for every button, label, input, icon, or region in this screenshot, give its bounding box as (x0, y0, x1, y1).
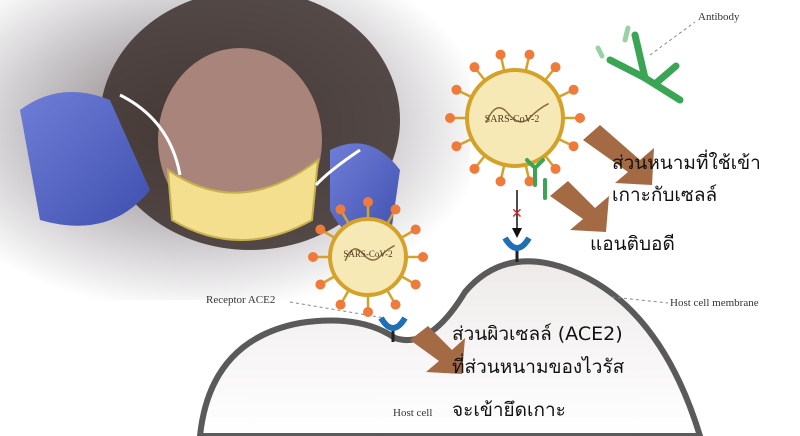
spike-stem (543, 68, 555, 82)
spike-tip (363, 197, 373, 207)
spike-stem (400, 274, 414, 285)
spike-stem (322, 229, 336, 240)
ace2-description-line2: ที่ส่วนหนามของไวรัส (452, 356, 625, 378)
receptor-ace2-left (378, 316, 408, 342)
block-x-icon: ✕ (511, 206, 523, 222)
spike-tip (418, 252, 428, 262)
spike-stem (475, 68, 487, 82)
spike-tip (524, 176, 535, 187)
spike-tip (469, 62, 480, 73)
spike-stem (458, 89, 473, 99)
host-cell-membrane-label: Host cell membrane (670, 297, 759, 309)
spike-tip (451, 141, 462, 152)
spike-tip (308, 252, 318, 262)
spike-stem (524, 57, 531, 72)
spike-stem (499, 164, 506, 179)
spike-tip (315, 224, 326, 235)
antibody-icon (595, 25, 684, 104)
receptor-ace2-right (502, 236, 532, 262)
ace2-description-line3: จะเข้ายึดเกาะ (452, 399, 566, 421)
spike-tip (568, 141, 579, 152)
spike-stem (543, 154, 555, 168)
spike-tip (315, 279, 326, 290)
spike-tip (495, 49, 506, 60)
spike-stem (458, 137, 473, 147)
spike-tip (410, 224, 421, 235)
spike-tip (445, 113, 455, 123)
spike-tip (469, 163, 480, 174)
spike-description-line1: ส่วนหนามที่ใช้เข้า (612, 152, 761, 174)
virus-envelope (328, 217, 408, 297)
spike-stem (322, 274, 336, 285)
receptor-ace2-label: Receptor ACE2 (206, 294, 275, 306)
spike-stem (385, 289, 396, 303)
spike-stem (340, 211, 351, 225)
spike-tip (550, 62, 561, 73)
spike-tip (451, 84, 462, 95)
spike-tip (363, 307, 373, 317)
spike-tip (390, 299, 401, 310)
spike-tip (524, 49, 535, 60)
spike-stem (557, 89, 572, 99)
spike-stem (475, 154, 487, 168)
viral-rna (485, 102, 549, 124)
viral-rna (344, 244, 395, 262)
antibody-thai-label: แอนติบอดี (590, 233, 675, 255)
spike-stem (557, 137, 572, 147)
spike-stem (499, 57, 506, 72)
antibody-small-icon (525, 158, 547, 200)
virus-bottom-label: SARS-CoV-2 (343, 249, 392, 259)
spike-description-line2: เกาะกับเซลล์ (612, 184, 718, 206)
virus-sars-cov-2-top (445, 49, 585, 187)
spike-tip (410, 279, 421, 290)
pointer-arrow-antibody (550, 181, 609, 232)
host-cell-label: Host cell (393, 407, 432, 419)
spike-tip (335, 299, 346, 310)
spike-tip (550, 163, 561, 174)
antibody-label: Antibody (698, 11, 740, 23)
virus-sars-cov-2-bottom (308, 197, 428, 317)
spike-stem (385, 211, 396, 225)
virus-top-label: SARS-CoV-2 (485, 114, 540, 125)
spike-stem (400, 229, 414, 240)
spike-stem (340, 289, 351, 303)
spike-tip (575, 113, 585, 123)
ace2-description-line1: ส่วนผิวเซลล์ (ACE2) (452, 323, 623, 345)
spike-tip (495, 176, 506, 187)
spike-tip (568, 84, 579, 95)
spike-tip (390, 204, 401, 215)
spike-tip (335, 204, 346, 215)
pointer-arrow-spike (583, 125, 654, 185)
virus-envelope (465, 68, 565, 168)
photo-health-worker (0, 0, 470, 300)
spike-stem (524, 164, 531, 179)
pointer-arrow-receptor (410, 326, 465, 374)
blocked-binding-arrow: ✕ (511, 190, 523, 238)
